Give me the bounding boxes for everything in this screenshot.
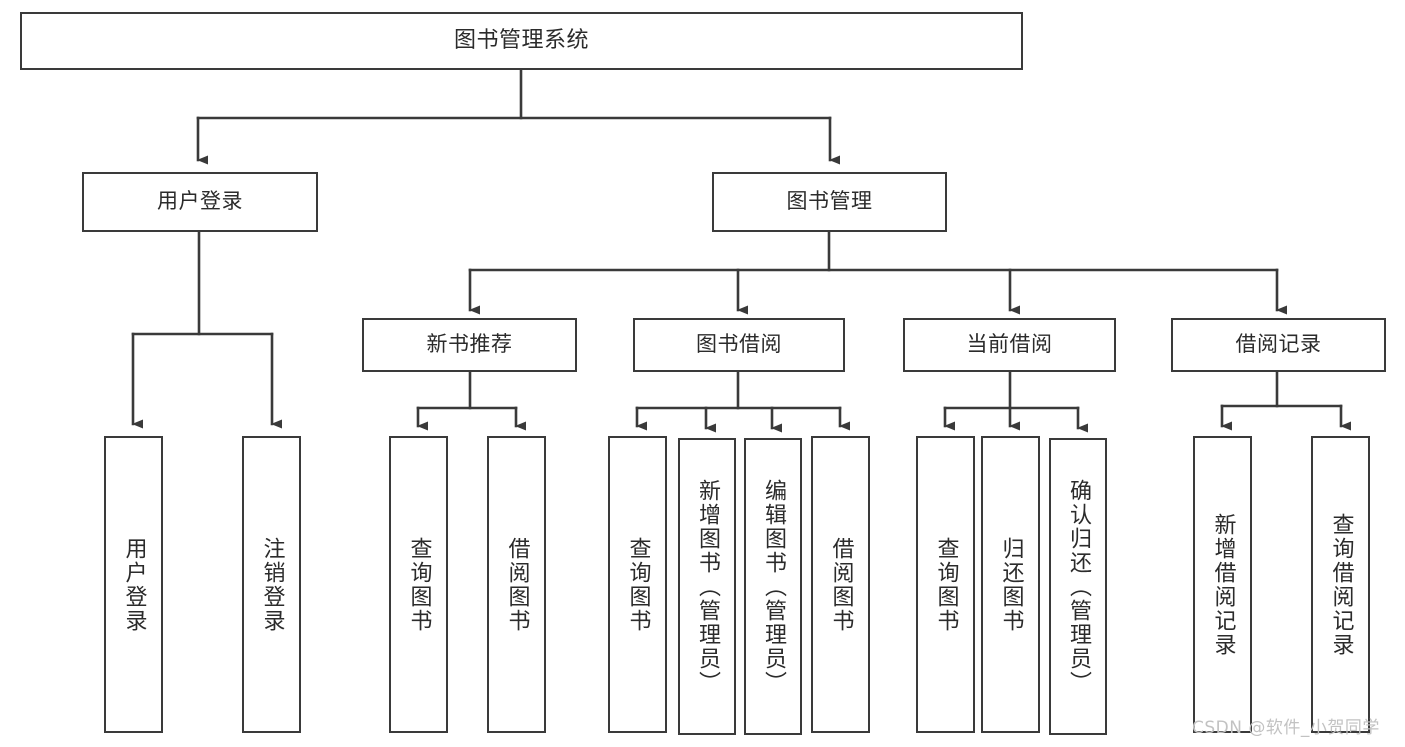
leaf-query-book-borrow[interactable]: 查询图书 [608,436,667,733]
leaf-logout[interactable]: 注销登录 [242,436,301,733]
leaf-query-book-recommend[interactable]: 查询图书 [389,436,448,733]
node-label: 借阅记录 [1235,332,1322,357]
node-label: 当前借阅 [966,332,1053,357]
node-label: 借阅图书 [828,536,854,633]
node-label: 确认归还（管理员） [1066,478,1091,695]
node-label: 编辑图书（管理员） [761,478,786,695]
connector-bookmgmt-to-tier2 [468,230,1287,315]
leaf-confirm-return-admin[interactable]: 确认归还（管理员） [1049,438,1107,735]
node-label: 新书推荐 [426,332,513,357]
connector-currentborrow-to-leaves [943,370,1088,433]
leaf-borrow-book-recommend[interactable]: 借阅图书 [487,436,546,733]
node-user-login[interactable]: 用户登录 [82,172,318,232]
node-label: 图书管理系统 [453,27,589,53]
node-label: 用户登录 [121,536,147,633]
csdn-watermark: CSDN @软件_小贺同学 [1192,718,1380,738]
connector-borrowrecord-to-leaves [1220,370,1351,431]
connector-bookborrow-to-leaves [635,370,850,433]
node-book-management[interactable]: 图书管理 [712,172,947,232]
leaf-add-book-admin[interactable]: 新增图书（管理员） [678,438,736,735]
node-label: 新增借阅记录 [1210,512,1236,657]
node-label: 图书管理 [786,189,873,214]
connector-root-to-tier1 [196,68,840,165]
leaf-borrow-book[interactable]: 借阅图书 [811,436,870,733]
connector-newbook-to-leaves [416,370,526,431]
node-label: 图书借阅 [696,332,782,357]
node-label: 查询图书 [406,536,432,633]
node-root-book-management-system[interactable]: 图书管理系统 [20,12,1023,70]
leaf-add-borrow-record[interactable]: 新增借阅记录 [1193,436,1252,733]
node-borrow-record[interactable]: 借阅记录 [1171,318,1386,372]
node-label: 查询借阅记录 [1328,512,1354,657]
node-current-borrow[interactable]: 当前借阅 [903,318,1116,372]
node-label: 借阅图书 [504,536,530,633]
leaf-return-book[interactable]: 归还图书 [981,436,1040,733]
leaf-query-book-current[interactable]: 查询图书 [916,436,975,733]
leaf-edit-book-admin[interactable]: 编辑图书（管理员） [744,438,802,735]
node-label: 查询图书 [625,536,651,633]
node-label: 查询图书 [933,536,959,633]
connector-userlogin-to-leaves [131,230,282,429]
leaf-user-login[interactable]: 用户登录 [104,436,163,733]
node-label: 新增图书（管理员） [695,478,720,695]
node-label: 注销登录 [259,536,285,633]
node-book-borrow[interactable]: 图书借阅 [633,318,845,372]
leaf-query-borrow-record[interactable]: 查询借阅记录 [1311,436,1370,733]
node-label: 归还图书 [998,536,1024,633]
node-new-book-recommend[interactable]: 新书推荐 [362,318,577,372]
node-label: 用户登录 [157,189,243,214]
